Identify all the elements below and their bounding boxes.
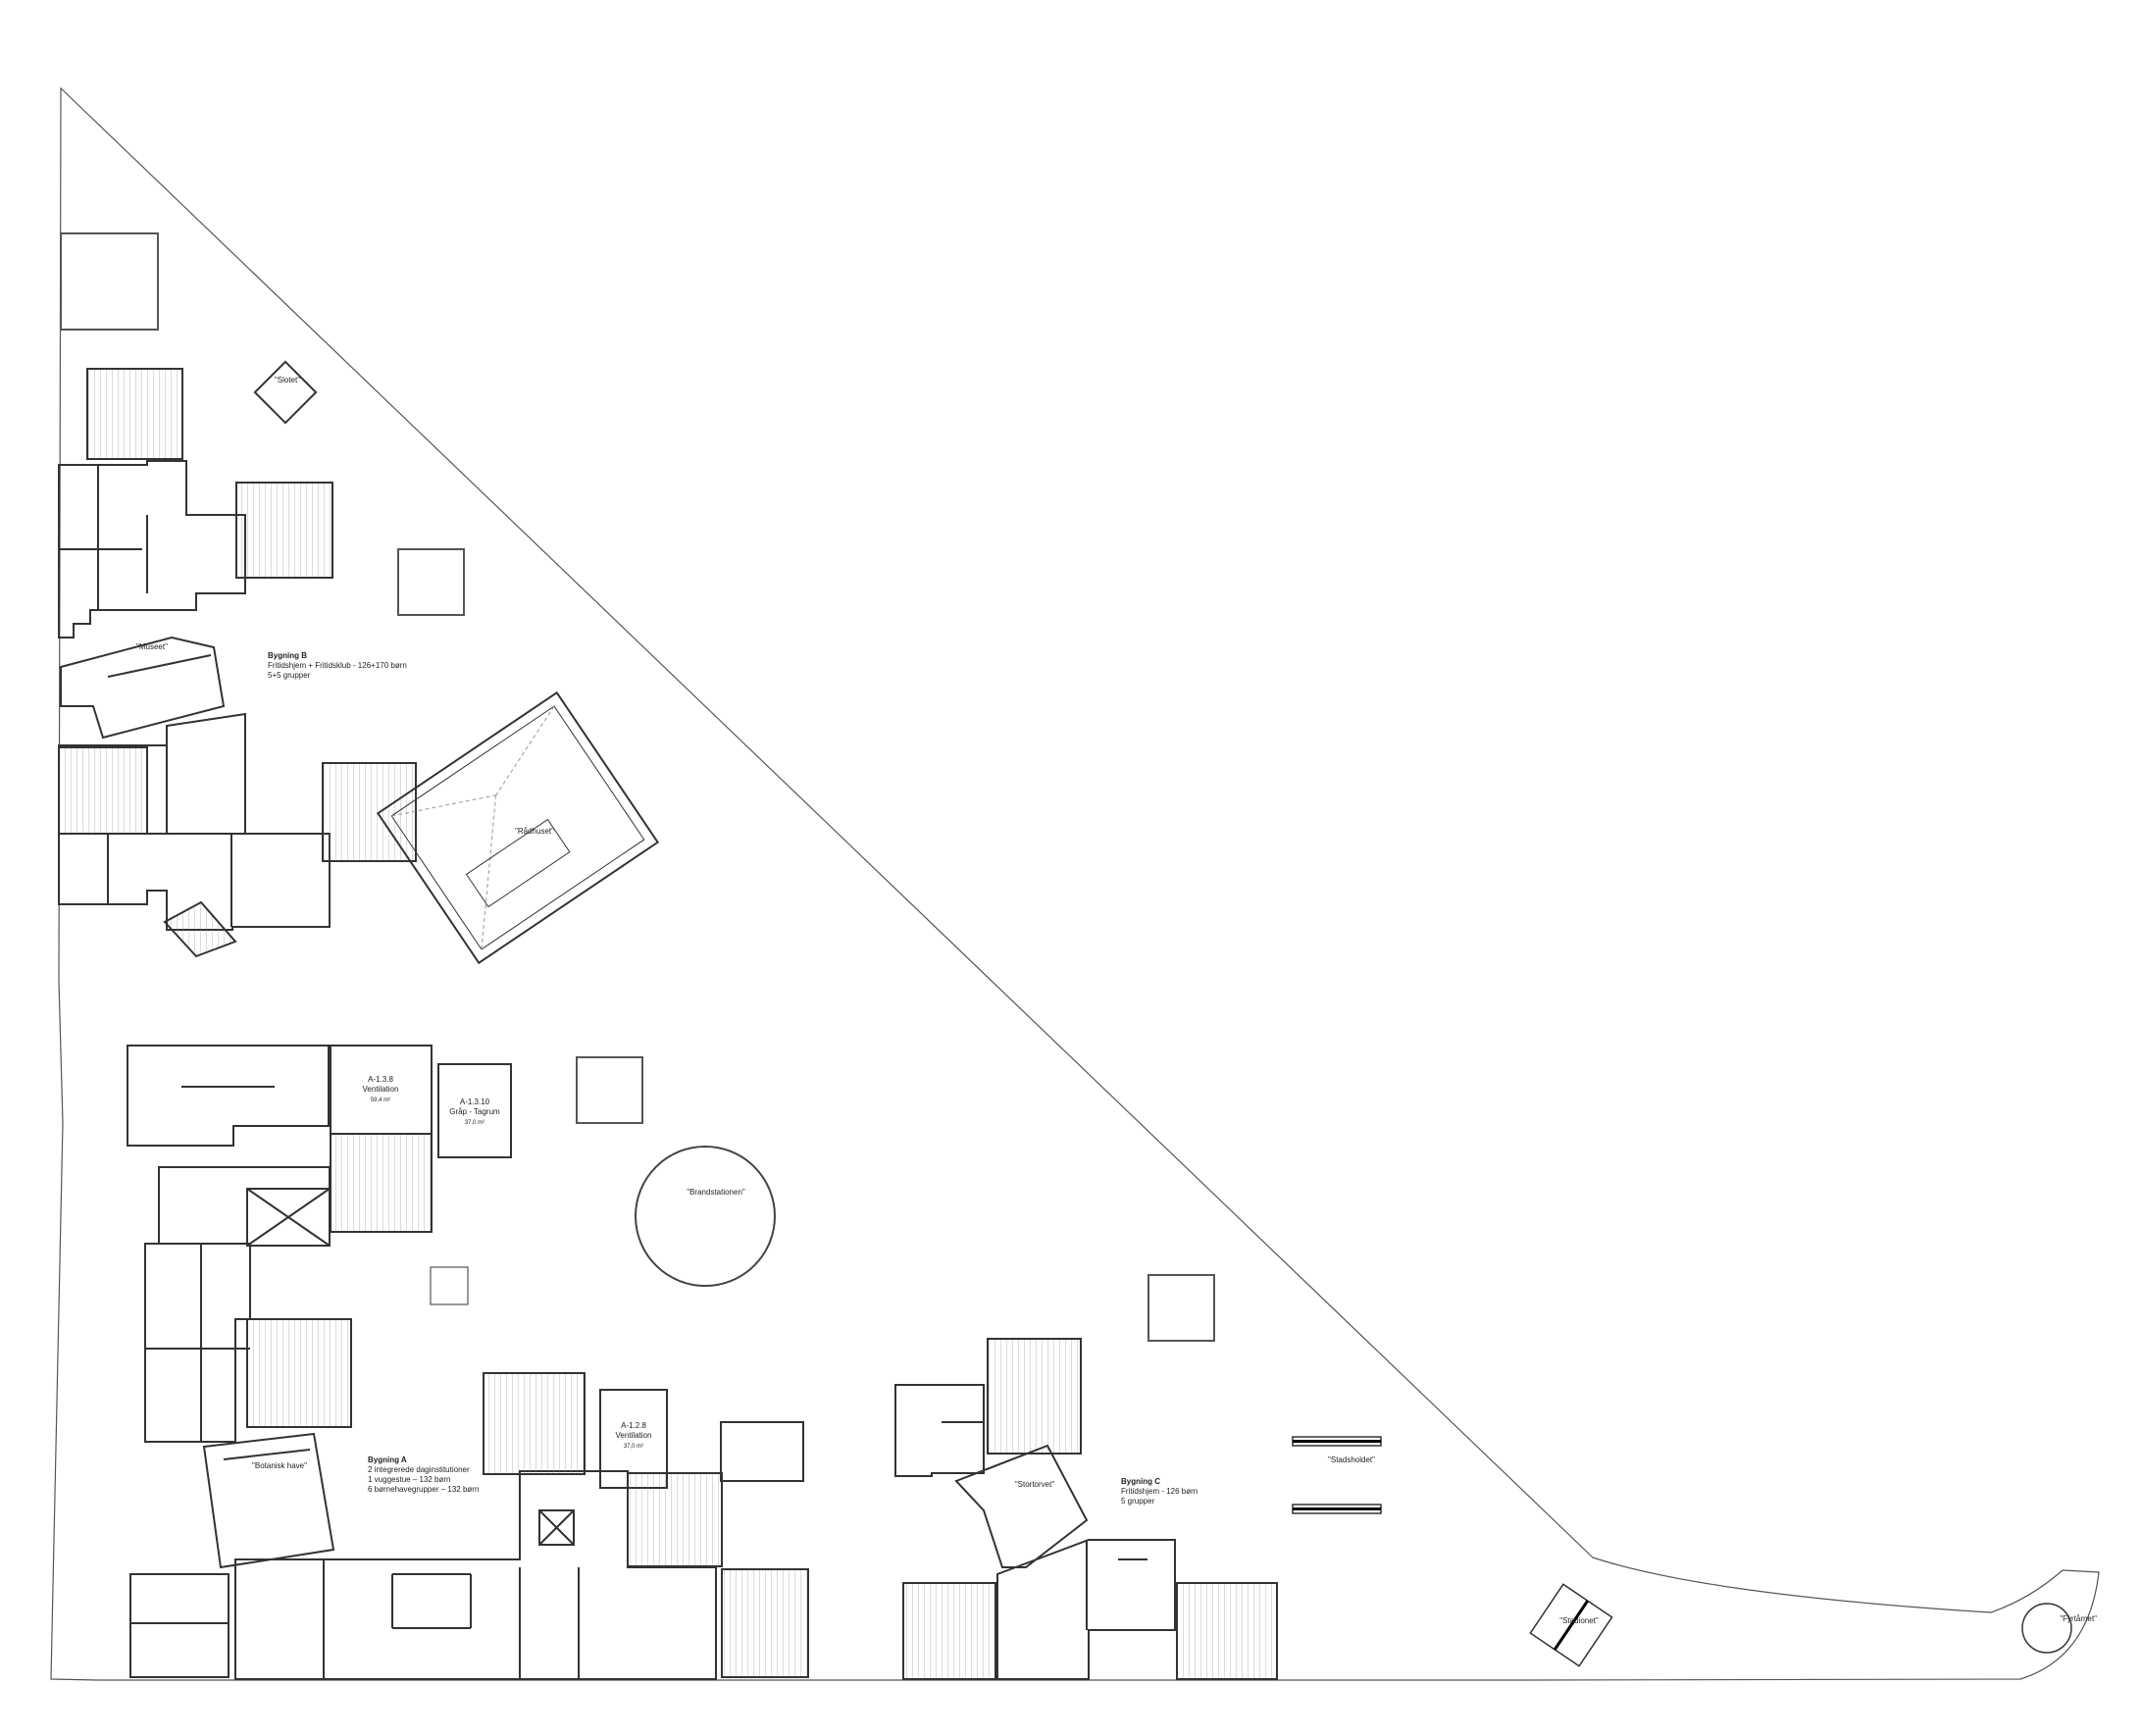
pad-top-left [60,232,159,331]
fyrtaarnet-circle [2021,1603,2072,1654]
room-a128-area: 37,0 m² [624,1444,643,1450]
room-a128-name: Ventilation [616,1431,652,1440]
stortorvet-hub [954,1444,1089,1568]
building-c-line-2: 5 grupper [1121,1497,1155,1506]
room-a138-name: Ventilation [363,1085,399,1094]
label-radhuset: "Rådhuset" [515,827,554,836]
label-stadsholdet: "Stadsholdet" [1328,1455,1375,1464]
site-boundary [50,86,2100,1681]
pad-right [1147,1274,1215,1342]
building-b-museet-wing [60,636,226,740]
building-b-line-1: Fritidshjem + Fritidsklub - 126+170 børn [268,661,407,670]
botanisk-have-wing [202,1432,335,1569]
building-a [127,1045,809,1680]
building-c-south [996,1539,1176,1680]
terrace-a1 [330,1133,433,1233]
building-a-title: Bygning A [368,1455,407,1464]
terrace-a2 [246,1318,352,1428]
building-c-title: Bygning C [1121,1477,1160,1486]
building-b-upper [58,460,246,638]
terrace-a3 [483,1372,586,1475]
stair-b [163,900,237,958]
room-a1310-id: A-1.3.10 [460,1098,490,1106]
room-a138-area: 59,4 m² [371,1098,390,1103]
building-c-north [894,1384,985,1477]
building-a-line-1: 2 integrerede daginstitutioner [368,1465,470,1474]
building-b [58,368,417,958]
stadsholdet-bars [1292,1436,1382,1514]
building-c-line-1: Fritidshjem - 126 børn [1121,1487,1198,1496]
terrace-a6 [721,1568,809,1678]
label-stortorvet: "Stortorvet" [1015,1480,1055,1489]
room-a138-id: A-1.3.8 [368,1075,393,1084]
hall-b [58,746,148,835]
terrace-b2 [235,482,333,579]
stadionet-field [1529,1583,1613,1667]
room-a1310-box [437,1063,512,1158]
label-botaniskhave: "Botanisk have" [252,1461,307,1470]
building-a-line-3: 6 børnehavegrupper – 132 børn [368,1485,479,1494]
building-a-west [144,1243,251,1443]
building-b-title: Bygning B [268,651,307,660]
label-brandstationen: "Brandstationen" [687,1188,745,1197]
building-c [894,1338,1278,1680]
terrace-c2 [902,1582,996,1680]
building-a-southwest [129,1573,229,1678]
radhuset-pavilion [376,690,660,965]
label-stadionet: "Stadionet" [1559,1616,1599,1625]
room-a1310-name: Gråp - Tagrum [449,1107,500,1116]
terrace-b3 [322,762,417,862]
pad-small [430,1266,469,1305]
slotet-pavilion [253,360,318,425]
building-a-line-2: 1 vuggestue – 132 børn [368,1475,451,1484]
room-a1310-area: 37,0 m² [465,1120,484,1126]
building-a-north [127,1045,330,1147]
building-b-line-2: 5+5 grupper [268,671,311,680]
terrace-c3 [1176,1582,1278,1680]
terrace-b1 [86,368,183,460]
label-fyrtaarnet: "Fyrtårnet" [2060,1614,2097,1623]
terrace-a5 [720,1421,804,1482]
terrace-a4 [627,1472,723,1567]
label-museet: "Museet" [136,642,168,651]
pad-middle [576,1056,643,1124]
room-a128-id: A-1.2.8 [621,1421,646,1430]
brandstationen-circle [635,1146,776,1287]
terrace-c1 [987,1338,1082,1455]
pad-top-middle [397,548,465,616]
label-slotet: "Slotet" [275,376,300,384]
